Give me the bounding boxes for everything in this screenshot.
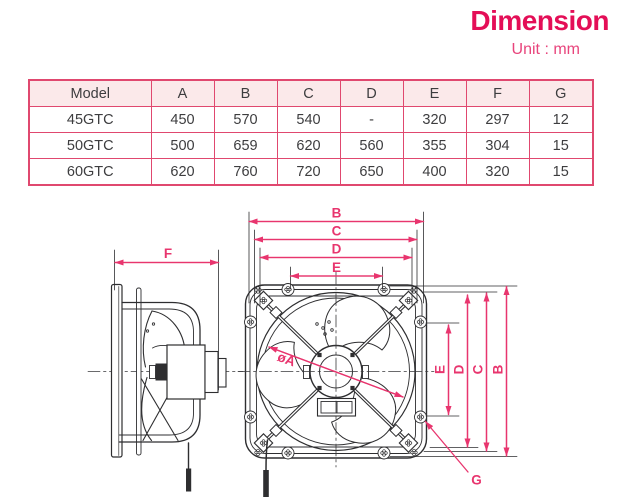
cell-value: 320 xyxy=(465,158,530,186)
cell-value: 720 xyxy=(276,158,341,186)
dim-label-diameter: øA xyxy=(276,349,298,369)
cell-value: 15 xyxy=(528,132,594,159)
page-title: Dimension xyxy=(470,5,609,36)
dims-right xyxy=(445,285,510,457)
front-name-plate xyxy=(316,397,357,417)
dim-label-c-top: C xyxy=(332,224,342,239)
cell-value: 355 xyxy=(402,132,467,159)
dimension-table: Model A B C D E F G 45GTC 450 570 540 - … xyxy=(28,79,594,186)
table-row: 50GTC 500 659 620 560 355 304 15 xyxy=(28,132,594,159)
col-header-a: A xyxy=(150,79,215,107)
side-view: F xyxy=(87,246,244,492)
cell-value: 620 xyxy=(276,132,341,159)
cell-value: 570 xyxy=(213,106,278,133)
col-header-e: E xyxy=(402,79,467,107)
front-view: B C D E E D C B øA xyxy=(237,206,518,497)
dim-label-b-top: B xyxy=(332,206,342,221)
cell-value: 650 xyxy=(339,158,404,186)
dim-mount-hole: G xyxy=(424,420,482,488)
col-header-d: D xyxy=(339,79,404,107)
dims-top xyxy=(248,218,425,279)
side-motor xyxy=(149,344,227,400)
col-header-f: F xyxy=(465,79,530,107)
side-power-cord xyxy=(186,442,192,492)
cell-value: 500 xyxy=(150,132,215,159)
table-header-row: Model A B C D E F G xyxy=(28,79,594,107)
cell-value: 659 xyxy=(213,132,278,159)
dim-label-e-right: E xyxy=(433,365,448,374)
front-power-cord xyxy=(263,439,269,497)
table-row: 45GTC 450 570 540 - 320 297 12 xyxy=(28,106,594,133)
cell-value: 15 xyxy=(528,158,594,186)
cell-value: 400 xyxy=(402,158,467,186)
cell-model: 60GTC xyxy=(28,158,152,186)
side-wall-flange xyxy=(110,283,123,458)
cell-value: 540 xyxy=(276,106,341,133)
col-header-b: B xyxy=(213,79,278,107)
cell-model: 45GTC xyxy=(28,106,152,133)
table-row: 60GTC 620 760 720 650 400 320 15 xyxy=(28,158,594,186)
cell-value: 320 xyxy=(402,106,467,133)
cell-model: 50GTC xyxy=(28,132,152,159)
dim-label-d-top: D xyxy=(332,242,342,257)
cell-value: 304 xyxy=(465,132,530,159)
col-header-g: G xyxy=(528,79,594,107)
dim-label-f: F xyxy=(164,246,172,261)
dim-label-b-right: B xyxy=(491,364,506,374)
dim-label-d-right: D xyxy=(452,364,467,374)
cell-value: 450 xyxy=(150,106,215,133)
side-orifice-panel xyxy=(136,287,142,456)
unit-label: Unit : mm xyxy=(511,41,580,58)
col-header-model: Model xyxy=(28,79,152,107)
dim-impeller-diameter: øA xyxy=(268,346,404,398)
cell-value: 12 xyxy=(528,106,594,133)
front-impeller xyxy=(243,295,408,457)
dim-label-e-top: E xyxy=(332,260,341,275)
technical-drawing: F xyxy=(87,206,518,497)
cell-value: 620 xyxy=(150,158,215,186)
col-header-c: C xyxy=(276,79,341,107)
cell-value: - xyxy=(339,106,404,133)
dim-label-g: G xyxy=(471,473,482,488)
dim-label-c-right: C xyxy=(471,364,486,374)
cell-value: 760 xyxy=(213,158,278,186)
dim-f: F xyxy=(114,246,220,391)
cell-value: 560 xyxy=(339,132,404,159)
side-hub xyxy=(155,363,167,381)
cell-value: 297 xyxy=(465,106,530,133)
